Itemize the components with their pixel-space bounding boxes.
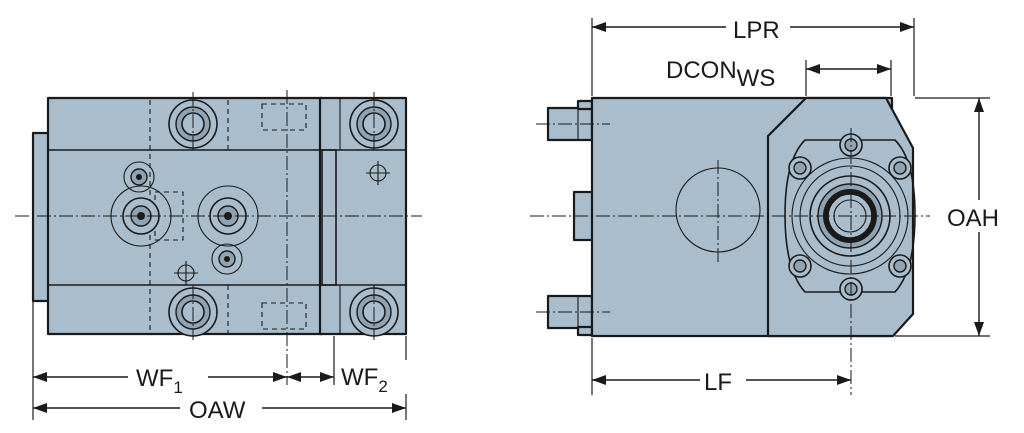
oah-label: OAH xyxy=(947,205,999,232)
crosshair-icon xyxy=(366,161,390,185)
left-flange xyxy=(31,131,51,303)
top-view: WF1 WF2 OAW xyxy=(15,90,422,424)
bolt-icon xyxy=(788,156,812,180)
crosshair-icon xyxy=(174,261,198,285)
oaw-label: OAW xyxy=(189,397,246,424)
flange-plate xyxy=(784,139,916,293)
bolt-icon xyxy=(888,254,912,278)
wf2-label: WF2 xyxy=(341,364,388,396)
port-icon xyxy=(211,243,243,275)
bolt-icon xyxy=(788,254,812,278)
side-view: LPR DCONWS OAH LF xyxy=(530,12,1010,396)
bolt-icon xyxy=(168,99,218,149)
lf-label: LF xyxy=(704,369,732,396)
lpr-label: LPR xyxy=(733,17,780,44)
dcon-label: DCONWS xyxy=(666,57,775,92)
port-icon xyxy=(123,161,155,193)
wf1-label: WF1 xyxy=(136,365,183,397)
bolt-icon xyxy=(888,156,912,180)
